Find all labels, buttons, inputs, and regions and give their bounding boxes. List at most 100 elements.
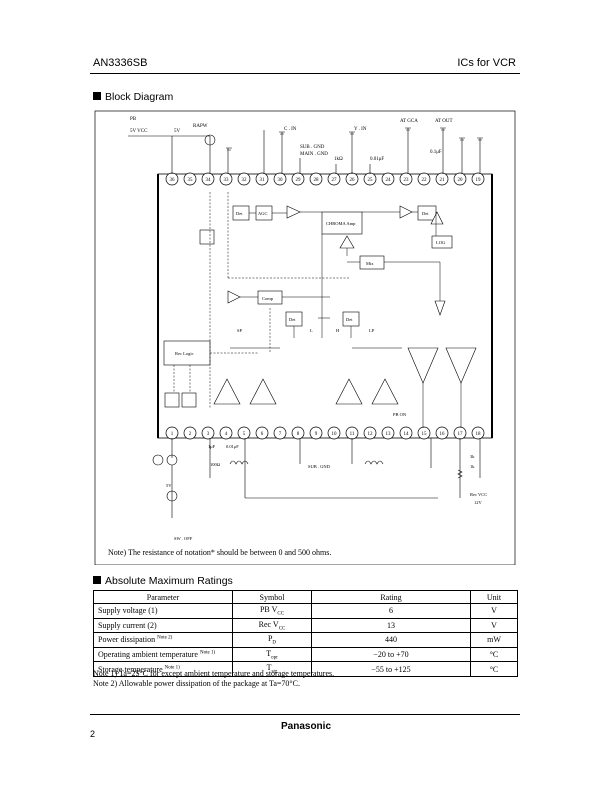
main-gnd-label: MAIN . GND [300,152,328,157]
rating-cell: 440 [311,632,471,648]
col-unit: Unit [470,590,518,604]
log-block [431,235,453,249]
pin-9-circle [309,426,323,440]
parameter-text: Storage temperature [98,664,163,674]
symbol-subscript: stg [271,669,278,675]
pin-35-circle [183,172,197,186]
pin-10-label: 10 [332,432,338,437]
pin-32-circle [237,172,251,186]
pin-21-circle [435,172,449,186]
r-volt-label: 5V [174,129,181,134]
unit-cell: V [470,603,518,619]
pin-2-circle [183,426,197,440]
parameter-text: Supply voltage (1) [98,606,158,616]
parameter-text: Power dissipation [98,635,156,645]
pin-3-circle [201,426,215,440]
pin-34-circle [201,172,215,186]
symbol-cell: Topr [232,646,312,663]
diagram-frame [94,110,516,565]
r-100-label: 100Ω [210,462,221,467]
col-rating: Rating [311,590,471,604]
unit-cell: °C [470,661,518,677]
pin-33-circle [219,172,233,186]
pin-28-circle [309,172,323,186]
h-label: H [336,328,340,333]
pin-23-label: 23 [404,178,410,183]
chroma-block [321,211,363,235]
rating-cell: −55 to +125 [311,661,471,677]
at-out-label: AT OUT [435,119,453,124]
parameter-text: Supply current (2) [98,620,157,630]
symbol-text: T [266,663,272,673]
cap-01b-label: 0.01μF [226,444,239,449]
ratings-row: Operating ambient temperature Note 1)Top… [93,646,518,663]
mix-block [359,255,385,270]
det4-label: Det [346,317,353,322]
pin-16-label: 16 [440,432,446,437]
pb-label: PB [130,117,137,122]
pin-35-label: 35 [188,178,194,183]
rec-logic-label: Rec Logic [175,351,194,356]
rec-logic-block [163,340,211,366]
v5-label: 5V [166,483,172,488]
page-number: 2 [90,729,96,739]
unit-cell: mW [470,632,518,648]
cap-001-label: 0.01μF [370,157,384,162]
pin-24-circle [381,172,395,186]
pin-3-label: 3 [207,432,210,437]
ratings-header-row: Parameter Symbol Rating Unit [93,590,518,604]
det3-label: Det [289,317,296,322]
pin-31-circle [255,172,269,186]
symbol-subscript: D [272,640,277,646]
pin-15-circle [417,426,431,440]
bullet-square-icon [93,92,101,100]
pin-29-label: 29 [296,178,302,183]
symbol-subscript: CC [278,626,286,632]
pin-12-label: 12 [368,432,374,437]
pin-6-circle [255,426,269,440]
r-1k-label: 1k [470,464,475,469]
pin-26-label: 26 [350,178,356,183]
symbol-subscript: opr [271,655,278,661]
rating-cell: 13 [311,617,471,634]
pin-7-circle [273,426,287,440]
symbol-subscript: CC [277,611,285,617]
symbol-cell: PB VCC [232,603,312,619]
parameter-cell: Power dissipation Note 2) [93,632,233,648]
log-label: LOG [436,240,446,245]
pin-4-circle [219,426,233,440]
ratings-note-1: Note 1) Ta=25°C for except ambient tempe… [93,669,335,678]
pin-8-label: 8 [297,432,300,437]
det2-label: Det [422,211,429,216]
rec-v-label: 12V [474,500,483,505]
pin-1-label: 1 [171,432,174,437]
sp-label: SP [237,328,243,333]
brand-logo: Panasonic [280,721,332,732]
pin-30-circle [273,172,287,186]
lp-label: LP [369,328,375,333]
symbol-text: PB V [259,605,278,614]
symbol-text: Rec V [258,619,279,629]
pin-14-circle [399,426,413,440]
pb-on-label: PB ON [393,412,407,417]
pin-23-circle [399,172,413,186]
comp-label: Comp [262,296,274,301]
symbol-cell: PD [232,632,312,648]
parameter-cell: Supply voltage (1) [93,603,233,619]
y-in-label: Y . IN [354,127,367,132]
block-diagram-heading: Block Diagram [93,91,173,103]
pin-21-label: 21 [440,178,446,183]
pin-16-circle [435,426,449,440]
pin-19-label: 19 [476,178,482,183]
ratings-row: Storage temperature Note 1)Tstg−55 to +1… [93,661,518,677]
header-rule [90,73,520,74]
mix-label: Mix [366,261,374,266]
symbol-cell: Rec VCC [232,617,312,634]
footer-rule [90,714,520,715]
chroma-label: CHROMA Amp [326,221,356,226]
ratings-title: Absolute Maximum Ratings [105,575,233,587]
